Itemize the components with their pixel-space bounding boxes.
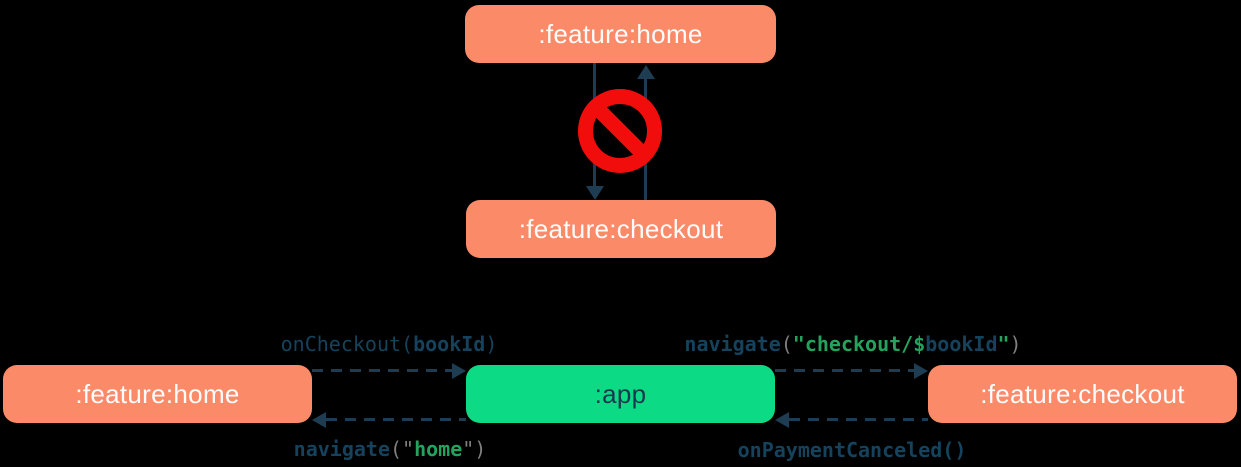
no-entry-slash bbox=[594, 105, 646, 157]
code-segment: ) bbox=[485, 332, 498, 356]
code-segment: ) bbox=[1009, 332, 1022, 356]
code-segment: onPaymentCanceled() bbox=[737, 438, 967, 462]
arrowhead-left-icon bbox=[312, 412, 326, 428]
arrowhead-up-icon bbox=[637, 65, 655, 79]
module-box-feature-home-top: :feature:home bbox=[465, 5, 776, 63]
arrowhead-right-icon bbox=[914, 363, 928, 379]
edge-label-navigate-home: navigate("home") bbox=[294, 437, 487, 461]
code-segment: navigate bbox=[293, 437, 390, 461]
code-segment: "checkout/$ bbox=[792, 332, 926, 356]
code-segment: home bbox=[414, 437, 463, 461]
arrowhead-right-icon bbox=[452, 363, 466, 379]
arrowhead-down-icon bbox=[586, 186, 604, 200]
edge-label-onpaymentcanceled: onPaymentCanceled() bbox=[738, 438, 967, 462]
code-segment: bookId bbox=[925, 332, 998, 356]
code-segment: (" bbox=[389, 437, 415, 461]
module-box-label: :feature:home bbox=[75, 378, 240, 409]
edge-app-to-checkout-line bbox=[775, 369, 914, 372]
module-box-label: :feature:home bbox=[538, 18, 703, 49]
edge-home-to-app-line bbox=[312, 369, 452, 372]
edge-label-navigate-checkout: navigate("checkout/$bookId") bbox=[684, 332, 1021, 356]
edge-label-oncheckout: onCheckout(bookId) bbox=[281, 332, 498, 356]
edge-app-to-home-line bbox=[326, 418, 466, 421]
module-box-feature-home-bottom: :feature:home bbox=[3, 365, 312, 423]
edge-checkout-to-app-line bbox=[789, 418, 928, 421]
code-segment: bookId bbox=[413, 332, 486, 356]
code-segment: ( bbox=[780, 332, 793, 356]
module-box-label: :feature:checkout bbox=[980, 378, 1185, 409]
code-segment: ") bbox=[462, 437, 487, 461]
code-segment: navigate bbox=[684, 332, 781, 356]
code-segment: " bbox=[997, 332, 1010, 356]
module-box-label: :app bbox=[594, 378, 647, 409]
module-box-feature-checkout-top: :feature:checkout bbox=[466, 200, 776, 258]
module-box-label: :feature:checkout bbox=[518, 213, 724, 244]
code-segment: onCheckout( bbox=[280, 332, 414, 356]
arrowhead-left-icon bbox=[775, 412, 789, 428]
module-box-feature-checkout-bottom: :feature:checkout bbox=[928, 365, 1237, 423]
module-box-app: :app bbox=[466, 365, 775, 423]
no-entry-icon bbox=[578, 89, 662, 173]
